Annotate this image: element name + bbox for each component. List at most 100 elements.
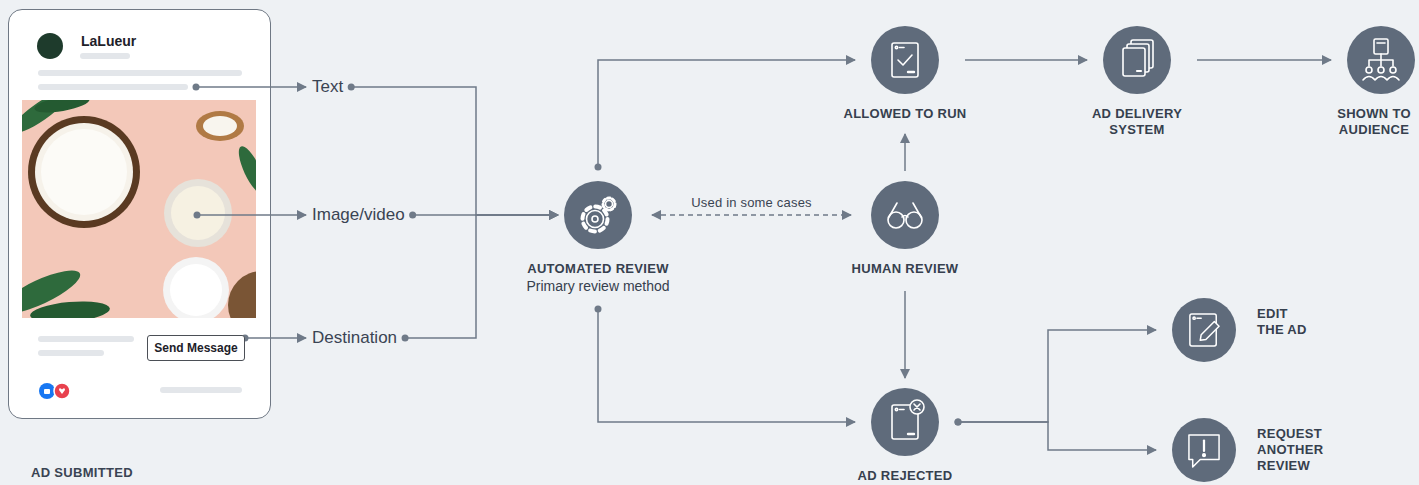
check-icon-part bbox=[892, 43, 918, 77]
coconut-flesh bbox=[41, 129, 127, 215]
spoon-flesh bbox=[203, 116, 237, 136]
node-label: SHOWN TO AUDIENCE bbox=[1334, 106, 1414, 138]
node-title: AD DELIVERY SYSTEM bbox=[1082, 106, 1192, 138]
connector bbox=[958, 330, 1156, 422]
ad-part-text: Text bbox=[312, 77, 343, 97]
placeholder-bar bbox=[80, 53, 130, 59]
node-title: HUMAN REVIEW bbox=[852, 261, 959, 277]
reject-icon bbox=[871, 388, 939, 456]
glasses-icon-part bbox=[888, 203, 922, 228]
gear-icon-part bbox=[603, 198, 615, 210]
stack-icon-part bbox=[1137, 70, 1141, 72]
coconut-shell bbox=[28, 116, 140, 228]
pencil-icon bbox=[1172, 298, 1236, 362]
glasses-icon-part bbox=[889, 203, 921, 217]
like-reaction bbox=[39, 383, 55, 399]
bowl bbox=[163, 257, 229, 318]
connector bbox=[965, 59, 1087, 61]
node-title: SHOWN TO AUDIENCE bbox=[1334, 106, 1414, 138]
connector bbox=[405, 215, 558, 338]
process-circle: REQUEST ANOTHER REVIEW bbox=[1172, 418, 1236, 482]
audience-icon-part bbox=[1363, 77, 1399, 81]
connector-dot bbox=[194, 212, 201, 219]
glasses-icon bbox=[871, 181, 939, 249]
check-icon-part bbox=[895, 46, 897, 48]
gear-icon-part bbox=[587, 211, 604, 228]
reject-icon-part bbox=[900, 409, 905, 411]
coconut-flesh bbox=[35, 123, 133, 221]
reject-icon-part bbox=[892, 400, 924, 439]
node-title: EDIT THE AD bbox=[1257, 306, 1317, 338]
dashed-connector bbox=[652, 214, 851, 216]
check-icon-part bbox=[908, 71, 914, 73]
connector bbox=[904, 134, 906, 171]
connector-dot bbox=[595, 306, 602, 313]
audience-icon bbox=[1347, 26, 1415, 94]
audience-icon-part bbox=[1378, 67, 1384, 73]
ad-part-label: Destination bbox=[312, 328, 397, 348]
cta-button: Send Message bbox=[147, 335, 245, 361]
button-text: Send Message bbox=[154, 341, 237, 355]
leaf bbox=[234, 143, 256, 197]
node-label: REQUEST ANOTHER REVIEW bbox=[1257, 426, 1339, 474]
connector bbox=[351, 87, 558, 215]
connector-dot bbox=[402, 335, 409, 342]
leaf bbox=[33, 100, 91, 116]
stack-icon-part bbox=[1123, 48, 1145, 76]
gear-icon-part bbox=[606, 201, 613, 208]
placeholder-bar bbox=[160, 387, 242, 393]
ad-image bbox=[22, 100, 256, 318]
connector bbox=[598, 309, 855, 422]
node-label: HUMAN REVIEW bbox=[852, 261, 959, 277]
gear-icon-part bbox=[592, 216, 598, 222]
check-icon-part bbox=[898, 55, 912, 65]
check-icon-part bbox=[900, 47, 905, 49]
bubble-icon-part bbox=[1203, 441, 1205, 451]
node-label: AUTOMATED REVIEWPrimary review method bbox=[526, 261, 669, 295]
node-subtitle: Primary review method bbox=[526, 277, 669, 295]
node-label: AD DELIVERY SYSTEM bbox=[1082, 106, 1192, 138]
leaf bbox=[29, 299, 110, 318]
reject-icon-part bbox=[910, 400, 924, 414]
brand-logo bbox=[37, 33, 63, 59]
check-icon bbox=[871, 26, 939, 94]
connector-dot bbox=[595, 164, 602, 171]
process-circle: AUTOMATED REVIEWPrimary review method bbox=[564, 181, 632, 249]
love-reaction bbox=[54, 383, 70, 399]
placeholder-bar bbox=[38, 350, 104, 356]
ad-part-text: Destination bbox=[312, 328, 397, 348]
placeholder-bar bbox=[38, 84, 188, 90]
node-title: REQUEST ANOTHER REVIEW bbox=[1257, 426, 1339, 474]
ad-card: LaLueurAD SUBMITTEDSend Message bbox=[8, 9, 271, 419]
audience-icon-part bbox=[1377, 42, 1385, 44]
wooden-spoon bbox=[196, 111, 244, 141]
connector bbox=[245, 337, 306, 339]
pencil-icon-part bbox=[1190, 314, 1219, 346]
gear-icon-part bbox=[583, 207, 608, 232]
connector-dot bbox=[193, 84, 200, 91]
process-circle: AD REJECTED bbox=[871, 388, 939, 456]
placeholder-bar bbox=[38, 336, 134, 342]
connector bbox=[958, 422, 1156, 450]
connector bbox=[1197, 59, 1331, 61]
connector-dot bbox=[348, 84, 355, 91]
pencil-icon-part bbox=[1197, 317, 1201, 319]
reject-icon-part bbox=[914, 404, 920, 410]
love-heart bbox=[59, 388, 65, 394]
pencil-icon-part bbox=[1200, 322, 1219, 341]
reject-icon-part bbox=[895, 408, 897, 410]
bubble-icon-part bbox=[1189, 435, 1219, 467]
gear-icon-part bbox=[583, 198, 616, 232]
edge-label: Used in some cases bbox=[688, 195, 815, 210]
process-circle: AD DELIVERY SYSTEM bbox=[1103, 26, 1171, 94]
connector bbox=[904, 291, 906, 378]
audience-icon-part bbox=[1390, 67, 1396, 73]
process-circle: SHOWN TO AUDIENCE bbox=[1347, 26, 1415, 94]
connector-dot bbox=[955, 419, 962, 426]
card-ground bbox=[9, 10, 271, 419]
jar bbox=[164, 179, 232, 247]
connector-dot bbox=[955, 419, 962, 426]
